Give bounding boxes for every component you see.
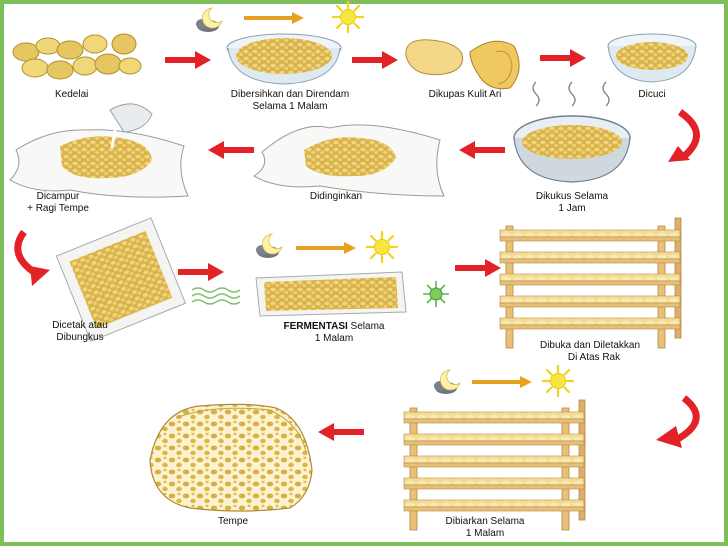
label-fermentasi-bold: FERMENTASI [284,321,348,332]
tempe-block [149,403,313,512]
label-dibiarkan-2: 1 Malam [466,528,504,539]
label-dicetak-1: Dicetak atau [52,320,108,331]
moon-cloud-icon [195,7,223,33]
time-arrow-icon [244,12,304,24]
cooling-cloth [253,124,445,197]
soaking-bowl [226,33,342,85]
label-dikukus-1: Dikukus Selama [536,191,609,202]
fermentation-block [255,271,407,317]
sun-icon [331,0,365,34]
peeled-bean [405,39,520,90]
flow-arrow-icon [540,49,586,67]
label-dibiarkan-1: Dibiarkan Selama [446,516,525,527]
time-arrow-icon [472,376,532,388]
label-dibuka-2: Di Atas Rak [568,352,621,363]
flow-arrow-icon [455,259,501,277]
wrapped-tempe [55,217,187,343]
flow-arrow-icon [674,395,700,444]
label-dicuci: Dicuci [638,89,665,100]
flow-arrow-icon [178,263,224,281]
shelf-rack [403,399,586,531]
mixing-cloth [9,103,189,198]
sun-icon [541,364,575,398]
wave-icon [191,287,241,305]
label-fermentasi-2: 1 Malam [315,333,353,344]
label-direndam-2: Selama 1 Malam [252,101,327,112]
label-direndam-1: Dibersihkan dan Direndam [231,89,349,100]
label-fermentasi-rest: Selama [348,321,385,332]
sun-icon [365,230,399,264]
shelf-rack [499,217,682,349]
washing-bowl [607,33,697,83]
moon-cloud-icon [433,369,461,395]
label-dibuka-1: Dibuka dan Diletakkan [540,340,640,351]
flow-arrow-icon [459,141,505,159]
label-kedelai: Kedelai [55,89,88,100]
label-dicetak-2: Dibungkus [56,332,103,343]
label-dikukus-2: 1 Jam [558,203,585,214]
label-tempe: Tempe [218,516,248,527]
flow-arrow-icon [352,51,398,69]
flow-arrow-icon [318,423,364,441]
flow-arrow-icon [208,141,254,159]
time-arrow-icon [296,242,356,254]
flow-arrow-icon [677,109,700,161]
flow-arrow-icon [165,51,211,69]
moon-cloud-icon [255,233,283,259]
label-dicampur-1: Dicampur [37,191,80,202]
label-didinginkan: Didinginkan [310,191,362,202]
label-dikupas: Dikupas Kulit Ari [429,89,502,100]
label-dicampur-2: + Ragi Tempe [27,203,89,214]
steaming-pot [513,81,631,183]
label-fermentasi-1: FERMENTASI Selama [284,321,385,332]
mold-icon [423,281,449,307]
soybean-pile [12,33,142,80]
